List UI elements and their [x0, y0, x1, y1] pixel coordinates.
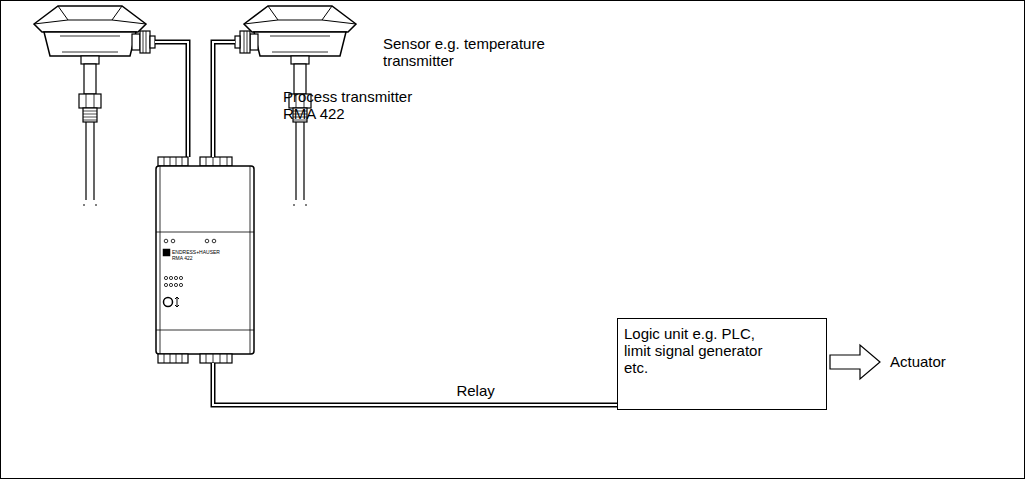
- process-transmitter-device: [156, 157, 254, 363]
- cable-inner: [213, 363, 617, 405]
- cable-inner: [213, 42, 235, 157]
- cable-outer: [213, 363, 617, 405]
- sensor-text: Sensor e.g. temperature transmitter: [383, 35, 549, 69]
- process-transmitter-node: Process transmitter RMA 422: [155, 157, 255, 363]
- actuator-label: Actuator: [890, 353, 946, 370]
- device-text: Process transmitter RMA 422: [283, 88, 425, 122]
- actuator-arrow: [830, 345, 880, 379]
- sensor-left: [34, 6, 155, 205]
- model-text: RMA 422: [172, 255, 193, 261]
- logic-unit-box: Logic unit e.g. PLC, limit signal genera…: [617, 318, 827, 410]
- box-text: Logic unit e.g. PLC, limit signal genera…: [624, 325, 774, 376]
- cable-connector: [213, 42, 235, 157]
- sensor-left-cable: [155, 42, 188, 157]
- cable-connector: [213, 363, 617, 405]
- cable-outer: [213, 42, 235, 157]
- edge-label: Relay: [454, 382, 496, 399]
- brand-text: ENDRESS+HAUSER: [172, 249, 220, 255]
